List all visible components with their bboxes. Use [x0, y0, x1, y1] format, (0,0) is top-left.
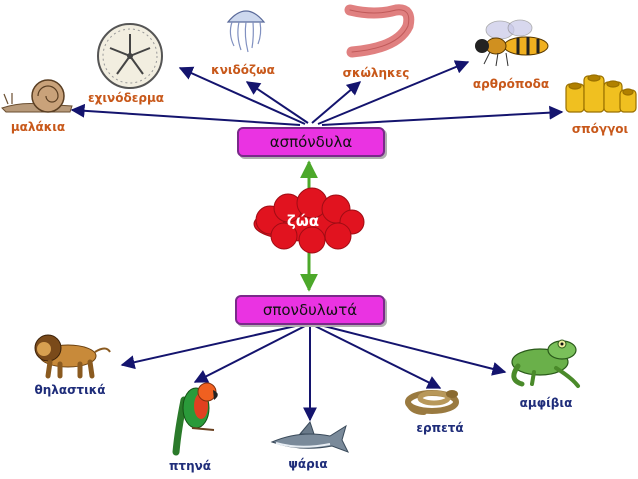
- worm-icon: [344, 4, 415, 58]
- invertebrates-node[interactable]: ασπόνδυλα: [237, 127, 385, 157]
- label-arthropods: αρθρόποδα: [472, 77, 550, 91]
- arrow-to-cnidarians: [245, 81, 309, 124]
- animals-node[interactable]: ζώα: [286, 212, 320, 230]
- jellyfish-icon: [226, 10, 266, 53]
- arrow-to-sponges: [321, 105, 564, 126]
- cloud-shape: [253, 187, 365, 254]
- arrow-to-amphibians: [319, 324, 507, 376]
- arrow-to-reptiles: [314, 325, 442, 389]
- lion-icon: [34, 334, 111, 379]
- sand-dollar-icon: [97, 23, 163, 89]
- snail-icon: [1, 79, 73, 113]
- snake-icon: [405, 390, 459, 415]
- arrow-to-birds: [193, 325, 306, 383]
- label-sponges: σπόγγοι: [571, 122, 629, 136]
- arrow-to-arthropods: [317, 60, 470, 125]
- label-reptiles: ερπετά: [416, 421, 464, 435]
- parrot-icon: [172, 382, 218, 456]
- label-amphibians: αμφίβια: [519, 396, 573, 410]
- label-molluscs: μαλάκια: [10, 120, 66, 134]
- label-birds: πτηνά: [168, 459, 212, 473]
- label-echinoderms: εχινόδερμα: [87, 91, 165, 105]
- arrow-to-molluscs: [70, 103, 301, 126]
- label-worms: σκώληκες: [342, 66, 410, 80]
- label-fish: ψάρια: [288, 457, 328, 471]
- bee-icon: [475, 19, 549, 67]
- vertebrates-node[interactable]: σπονδυλωτά: [235, 295, 385, 325]
- arrow-to-echinoderms: [178, 66, 306, 125]
- invertebrate-arrows: [70, 60, 564, 126]
- sponge-icon: [565, 74, 637, 113]
- frog-icon: [511, 339, 580, 388]
- shark-icon: [270, 420, 350, 453]
- label-mammals: θηλαστικά: [34, 383, 106, 397]
- vertebrate-arrows: [120, 324, 507, 422]
- arrow-to-worms: [311, 81, 362, 124]
- label-cnidarians: κνιδόζωα: [211, 63, 275, 77]
- arrow-to-mammals: [120, 324, 301, 370]
